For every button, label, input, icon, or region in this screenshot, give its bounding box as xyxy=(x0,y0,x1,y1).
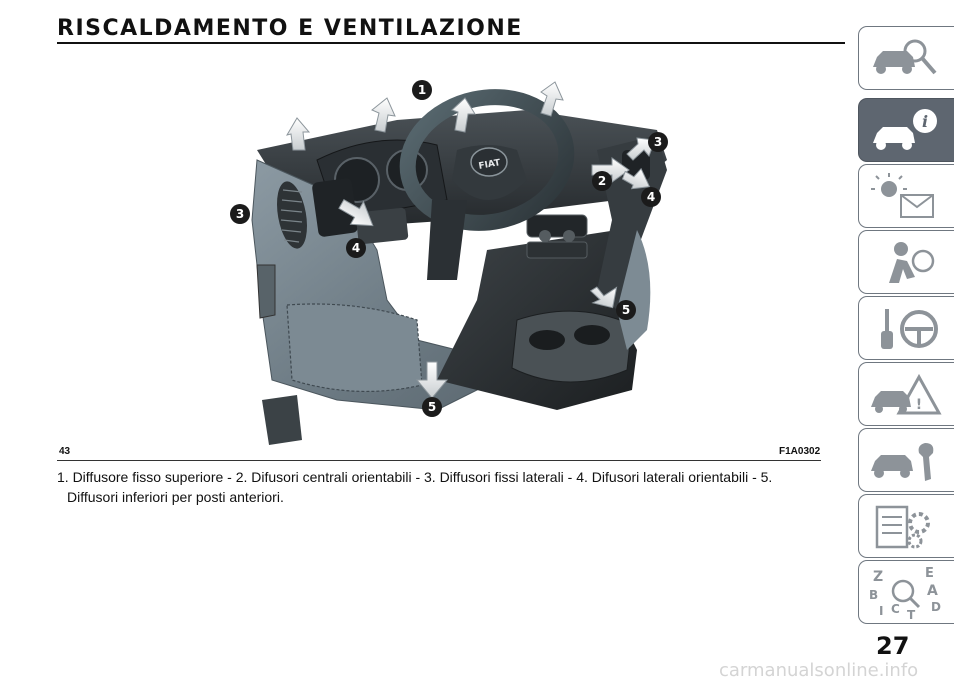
key-steering-icon xyxy=(881,309,938,349)
airbag-seat-icon xyxy=(889,242,935,283)
car-warning-triangle-icon: ! xyxy=(871,373,942,415)
title-rule xyxy=(57,42,845,44)
callout-1: 1 xyxy=(412,80,432,100)
svg-text:Z: Z xyxy=(873,569,883,585)
figure-number: 43 xyxy=(59,446,71,457)
car-info-icon: i xyxy=(873,109,937,150)
callout-2: 2 xyxy=(592,171,612,191)
cupholder-tray xyxy=(511,310,633,383)
svg-text:T: T xyxy=(907,608,916,619)
svg-text:!: ! xyxy=(916,397,922,413)
dashboard-illustration: FIAT 1 3 2 4 3 4 5 5 xyxy=(230,80,668,445)
svg-text:5: 5 xyxy=(428,400,436,414)
tab-maintenance[interactable] xyxy=(858,428,954,492)
callout-4-left: 4 xyxy=(346,238,366,258)
svg-text:E: E xyxy=(925,567,934,581)
warning-light-icon xyxy=(871,173,934,218)
airflow-arrows xyxy=(285,81,656,399)
tab-warning-lights[interactable] xyxy=(858,164,954,228)
callout-3-left: 3 xyxy=(230,204,250,224)
svg-text:B: B xyxy=(869,588,878,602)
svg-text:3: 3 xyxy=(654,135,662,149)
brand-badge: FIAT xyxy=(478,158,502,172)
callout-3-right: 3 xyxy=(648,132,668,152)
svg-text:I: I xyxy=(879,604,883,618)
figure-code: F1A0302 xyxy=(779,446,821,457)
svg-text:A: A xyxy=(927,583,938,599)
svg-text:2: 2 xyxy=(598,174,606,188)
tab-car-search[interactable] xyxy=(858,26,954,90)
watermark: carmanualsonline.info xyxy=(719,660,919,681)
car-search-icon xyxy=(873,39,937,75)
tab-emergency[interactable]: ! xyxy=(858,362,954,426)
figure-rule xyxy=(57,460,821,461)
page-number: 27 xyxy=(876,632,910,660)
steering-wheel xyxy=(399,89,575,231)
callout-5-bottom: 5 xyxy=(422,397,442,417)
tab-safety[interactable] xyxy=(858,230,954,294)
specs-gear-icon xyxy=(875,505,930,549)
tab-technical-data[interactable] xyxy=(858,494,954,558)
svg-text:5: 5 xyxy=(622,303,630,317)
svg-text:1: 1 xyxy=(418,83,426,97)
svg-text:4: 4 xyxy=(647,190,655,204)
callouts: 1 3 2 4 3 4 5 5 xyxy=(230,80,668,417)
svg-text:4: 4 xyxy=(352,241,360,255)
figure-caption: 1. Diffusore fisso superiore - 2. Difuso… xyxy=(57,469,773,505)
svg-text:3: 3 xyxy=(236,207,244,221)
callout-5-right: 5 xyxy=(616,300,636,320)
svg-text:C: C xyxy=(891,602,900,616)
tab-car-info[interactable]: i xyxy=(858,98,954,162)
tab-index[interactable]: Z E B A C D I T xyxy=(858,560,954,624)
callout-4-right: 4 xyxy=(641,187,661,207)
svg-text:D: D xyxy=(931,600,941,614)
page-title: RISCALDAMENTO E VENTILAZIONE xyxy=(57,16,523,41)
glovebox xyxy=(286,303,423,393)
car-wrench-icon xyxy=(871,443,934,481)
tab-starting-driving[interactable] xyxy=(858,296,954,360)
svg-text:i: i xyxy=(922,112,928,131)
index-letters-icon: Z E B A C D I T xyxy=(869,567,941,619)
